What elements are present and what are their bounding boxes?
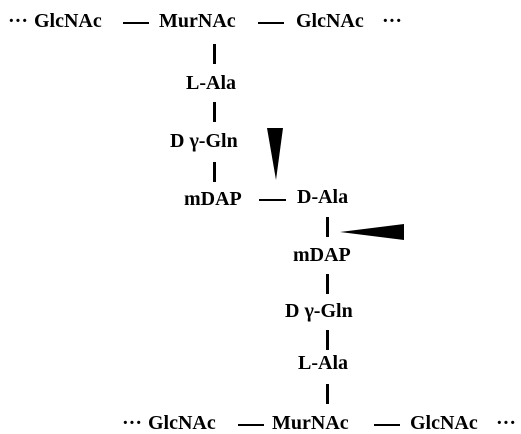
lower-l-ala: L-Ala <box>298 352 348 374</box>
lower-trailing-ellipsis: ··· <box>496 412 517 434</box>
crosslink-d-ala: D-Ala <box>297 186 349 208</box>
upper-murnac: MurNAc <box>159 10 236 32</box>
upper-d-gamma-gln: D γ-Gln <box>170 130 238 152</box>
lower-glycosidic-bond-right <box>374 424 400 426</box>
upper-glycosidic-bond-right <box>258 22 284 24</box>
upper-l-ala: L-Ala <box>186 72 236 94</box>
upper-leading-ellipsis: ··· <box>8 10 29 32</box>
upper-bond-lala-dgln <box>213 102 216 122</box>
upper-glcnac-left: GlcNAc <box>34 10 102 32</box>
upper-bond-murnac-lala <box>213 44 216 64</box>
lower-bond-mdap-dgln <box>326 274 329 294</box>
lower-glycosidic-bond-left <box>238 424 264 426</box>
lower-d-gamma-gln: D γ-Gln <box>285 300 353 322</box>
upper-trailing-ellipsis: ··· <box>382 10 403 32</box>
crosslink-bond <box>259 199 286 201</box>
upper-mdap: mDAP <box>184 188 242 210</box>
cleavage-arrow-vertical-icon <box>267 128 283 180</box>
lower-murnac: MurNAc <box>272 412 349 434</box>
upper-glycosidic-bond-left <box>123 22 149 24</box>
lower-mdap: mDAP <box>293 244 351 266</box>
lower-bond-dgln-lala <box>326 330 329 350</box>
upper-bond-dgln-mdap <box>213 162 216 182</box>
upper-glcnac-right: GlcNAc <box>296 10 364 32</box>
lower-leading-ellipsis: ··· <box>122 412 143 434</box>
cleavage-arrow-horizontal-icon <box>340 224 404 240</box>
lower-bond-dala-mdap <box>326 217 329 237</box>
lower-glcnac-left: GlcNAc <box>148 412 216 434</box>
lower-bond-lala-murnac <box>326 384 329 404</box>
lower-glcnac-right: GlcNAc <box>410 412 478 434</box>
